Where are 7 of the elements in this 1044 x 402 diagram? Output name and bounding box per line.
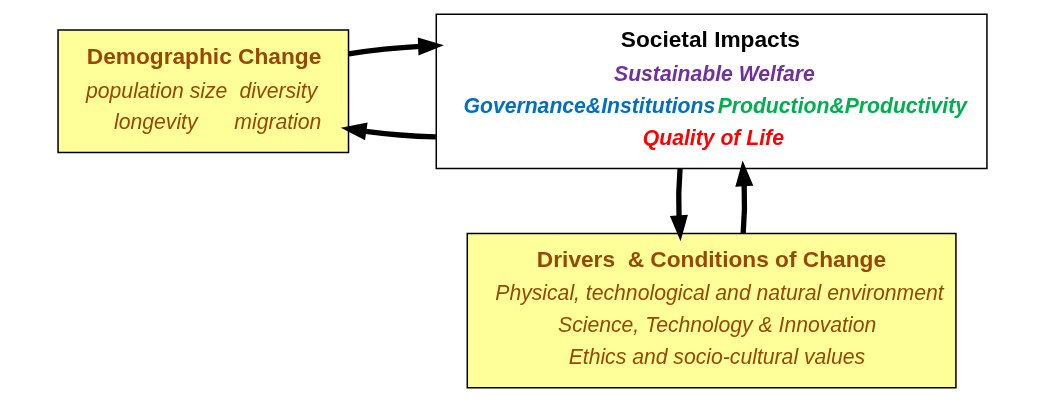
arrow <box>734 160 753 234</box>
node-box: Demographic Change population size diversity longevity migration <box>56 29 349 154</box>
node-box: Drivers & Conditions of Change Physical, technological and natural environment Science, Technology & Innovation Ethics and socio-cultural values <box>466 232 957 389</box>
arrow <box>347 37 444 57</box>
arrow <box>340 122 436 141</box>
arrow <box>669 168 688 242</box>
node-box: Societal Impacts Sustainable Welfare Governance&InstitutionsProduction&Productivity Quality of Life <box>435 13 988 170</box>
